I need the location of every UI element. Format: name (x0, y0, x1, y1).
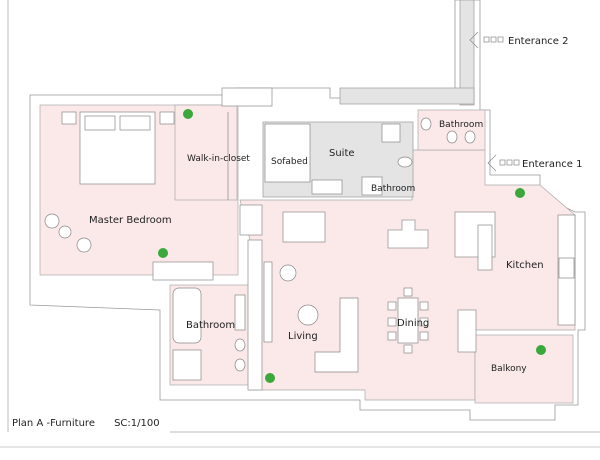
wall (457, 309, 477, 353)
entrance-2-corridor (459, 0, 475, 106)
left-bathroom-label: Bathroom (186, 320, 235, 331)
bathtub (172, 287, 202, 344)
plan-caption: Plan A -Furniture SC:1/100 (12, 418, 160, 429)
entrance-2-corridor (339, 87, 475, 105)
balkony-label: Balkony (491, 364, 527, 374)
nightstand (159, 111, 175, 125)
walk-in-closet-label: Walk-in-closet (187, 154, 250, 164)
bidet (464, 130, 476, 144)
sink (420, 117, 432, 131)
plan-scale: SC:1/100 (114, 418, 160, 429)
entrance-1-label: Enterance 1 (522, 159, 583, 170)
suite-label: Suite (329, 148, 355, 159)
tv-unit (263, 261, 273, 343)
dining-label: Dining (397, 318, 429, 329)
top-bathroom-floor (417, 109, 486, 151)
corner-sofa (314, 297, 359, 373)
pillow (119, 115, 151, 131)
toilet (446, 130, 458, 144)
wall (387, 219, 429, 249)
entrance-2-label: Enterance 2 (508, 36, 569, 47)
wall (247, 239, 263, 391)
plant-icon (536, 345, 546, 355)
living-label: Living (288, 331, 318, 342)
sofabed-label: Sofabed (271, 157, 308, 167)
stove (558, 257, 575, 279)
armchair (279, 264, 297, 282)
balkony-floor (474, 334, 574, 404)
plant-icon (515, 188, 525, 198)
wall (239, 204, 263, 236)
entrance-2-arrow-icon (469, 31, 504, 49)
top-bathroom-label: Bathroom (439, 120, 483, 130)
plant-icons (158, 109, 546, 383)
plant-icon (183, 109, 193, 119)
armchair (76, 237, 92, 253)
toilet (397, 156, 413, 168)
wall (221, 87, 273, 107)
shower (361, 176, 383, 196)
dining-table (397, 297, 419, 344)
side-table (58, 225, 72, 239)
wall (152, 261, 214, 281)
kitchen-island (477, 224, 493, 271)
plant-icon (158, 248, 168, 258)
sink (381, 123, 401, 143)
wall (282, 211, 326, 243)
bidet (234, 358, 246, 372)
plan-title: Plan A -Furniture (12, 418, 95, 429)
walk-in-closet-floor (174, 104, 238, 201)
shower (172, 349, 202, 381)
entrance-1-arrow-icon (487, 154, 520, 172)
sofabed (264, 123, 311, 183)
armchair (44, 213, 60, 229)
plant-icon (265, 373, 275, 383)
pillow (84, 115, 116, 131)
toilet (234, 338, 246, 352)
nightstand (61, 111, 77, 125)
suite-bathroom-label: Bathroom (371, 184, 415, 194)
master-bedroom-label: Master Bedroom (89, 215, 172, 226)
coffee-table (297, 304, 319, 326)
kitchenette (311, 179, 343, 195)
sink (234, 294, 246, 331)
kitchen-label: Kitchen (506, 260, 544, 271)
dining-chairs (387, 287, 429, 354)
